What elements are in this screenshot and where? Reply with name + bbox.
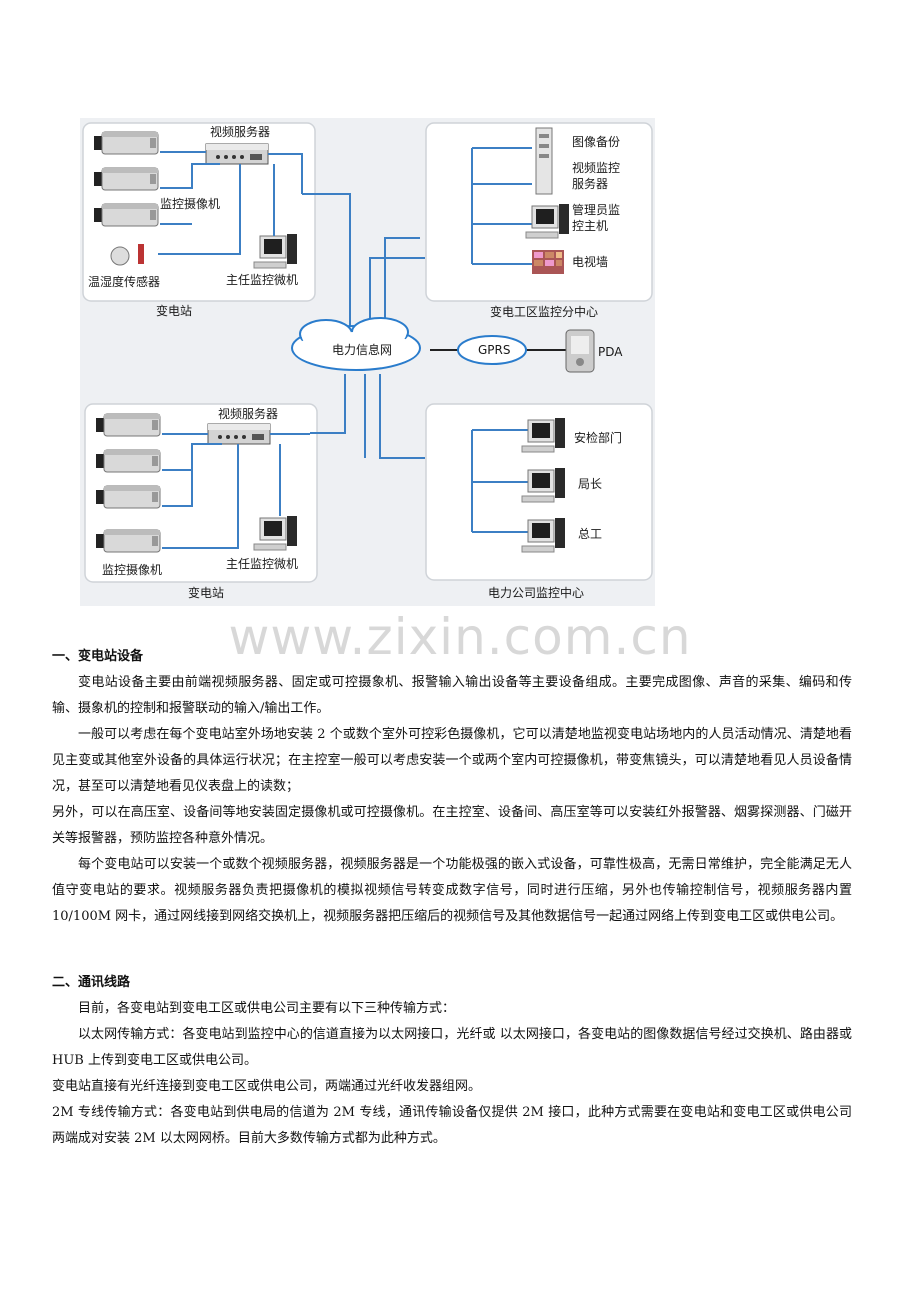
storage-icon <box>535 127 553 195</box>
section-1: 一、变电站设备 变电站设备主要由前端视频服务器、固定或可控摄象机、报警输入输出设… <box>52 644 852 930</box>
paragraph: 另外，可以在高压室、设备间等地安装固定摄像机或可控摄像机。在主控室、设备间、高压… <box>52 805 852 846</box>
sensor-label: 温湿度传感器 <box>88 274 160 289</box>
computer-icon <box>253 515 298 551</box>
pc-label: 主任监控微机 <box>226 273 298 287</box>
server-label: 视频服务器 <box>218 406 278 421</box>
sensor-icon <box>110 244 144 266</box>
computer-icon <box>521 417 566 453</box>
paragraph: 一般可以考虑在每个变电站室外场地安装 2 个或数个室外可控彩色摄像机，它可以清楚… <box>52 727 852 794</box>
region-caption: 变电站 <box>188 585 224 600</box>
camera-icon <box>93 167 159 191</box>
center-item: 视频监控 <box>572 160 620 175</box>
center-item: 控主机 <box>572 219 608 233</box>
paragraph: 变电站设备主要由前端视频服务器、固定或可控摄象机、报警输入输出设备等主要设备组成… <box>52 675 852 716</box>
camera-icon <box>95 485 161 509</box>
camera-icon <box>95 529 161 553</box>
paragraph: 每个变电站可以安装一个或数个视频服务器，视频服务器是一个功能极强的嵌入式设备，可… <box>52 857 852 924</box>
section-title: 二、通讯线路 <box>52 975 131 990</box>
pda-label: PDA <box>598 345 623 359</box>
paragraph: 以太网传输方式：各变电站到监控中心的信道直接为以太网接口，光纤或 以太网接口，各… <box>52 1027 852 1068</box>
camera-icon <box>95 449 161 473</box>
center-item: 电视墙 <box>572 254 608 269</box>
gprs-cloud-icon <box>457 335 527 365</box>
center-item: 图像备份 <box>572 135 620 149</box>
camera-icon <box>95 413 161 437</box>
computer-icon <box>253 233 298 269</box>
computer-icon <box>525 203 570 239</box>
server-icon <box>207 423 271 445</box>
watermark: www.zixin.com.cn <box>228 608 692 666</box>
paragraph: 目前，各变电站到变电工区或供电公司主要有以下三种传输方式： <box>78 1001 456 1016</box>
camera-icon <box>93 131 159 155</box>
paragraph: 变电站直接有光纤连接到变电工区或供电公司，两端通过光纤收发器组网。 <box>52 1079 482 1094</box>
server-icon <box>205 143 269 165</box>
cloud-icon <box>291 317 421 371</box>
computer-icon <box>521 467 566 503</box>
center-item: 管理员监 <box>572 202 620 217</box>
region-caption: 电力公司监控中心 <box>488 585 584 600</box>
pc-label: 主任监控微机 <box>226 557 298 571</box>
paragraph: 2M 专线传输方式：各变电站到供电局的信道为 2M 专线，通讯传输设备仅提供 2… <box>52 1105 852 1146</box>
center-item: 安检部门 <box>574 430 622 445</box>
gprs-label: GPRS <box>478 343 511 357</box>
camera-icon <box>93 203 159 227</box>
camera-label: 监控摄像机 <box>160 196 220 211</box>
center-item: 局长 <box>578 477 602 491</box>
cloud-label: 电力信息网 <box>332 342 392 357</box>
video-wall-icon <box>532 250 564 274</box>
section-2: 二、通讯线路 目前，各变电站到变电工区或供电公司主要有以下三种传输方式： 以太网… <box>52 970 852 1152</box>
center-item: 总工 <box>578 527 602 541</box>
computer-icon <box>521 517 566 553</box>
region-caption: 变电工区监控分中心 <box>490 304 598 319</box>
server-label: 视频服务器 <box>210 124 270 139</box>
center-item: 服务器 <box>572 176 608 191</box>
pda-icon <box>565 329 595 373</box>
network-diagram: 视频服务器 监控摄像机 温湿度传感器 主任监控微机 变电站 图像备份 视频监控 … <box>80 118 655 606</box>
region-caption: 变电站 <box>156 303 192 318</box>
camera-label: 监控摄像机 <box>102 562 162 577</box>
section-title: 一、变电站设备 <box>52 649 144 664</box>
